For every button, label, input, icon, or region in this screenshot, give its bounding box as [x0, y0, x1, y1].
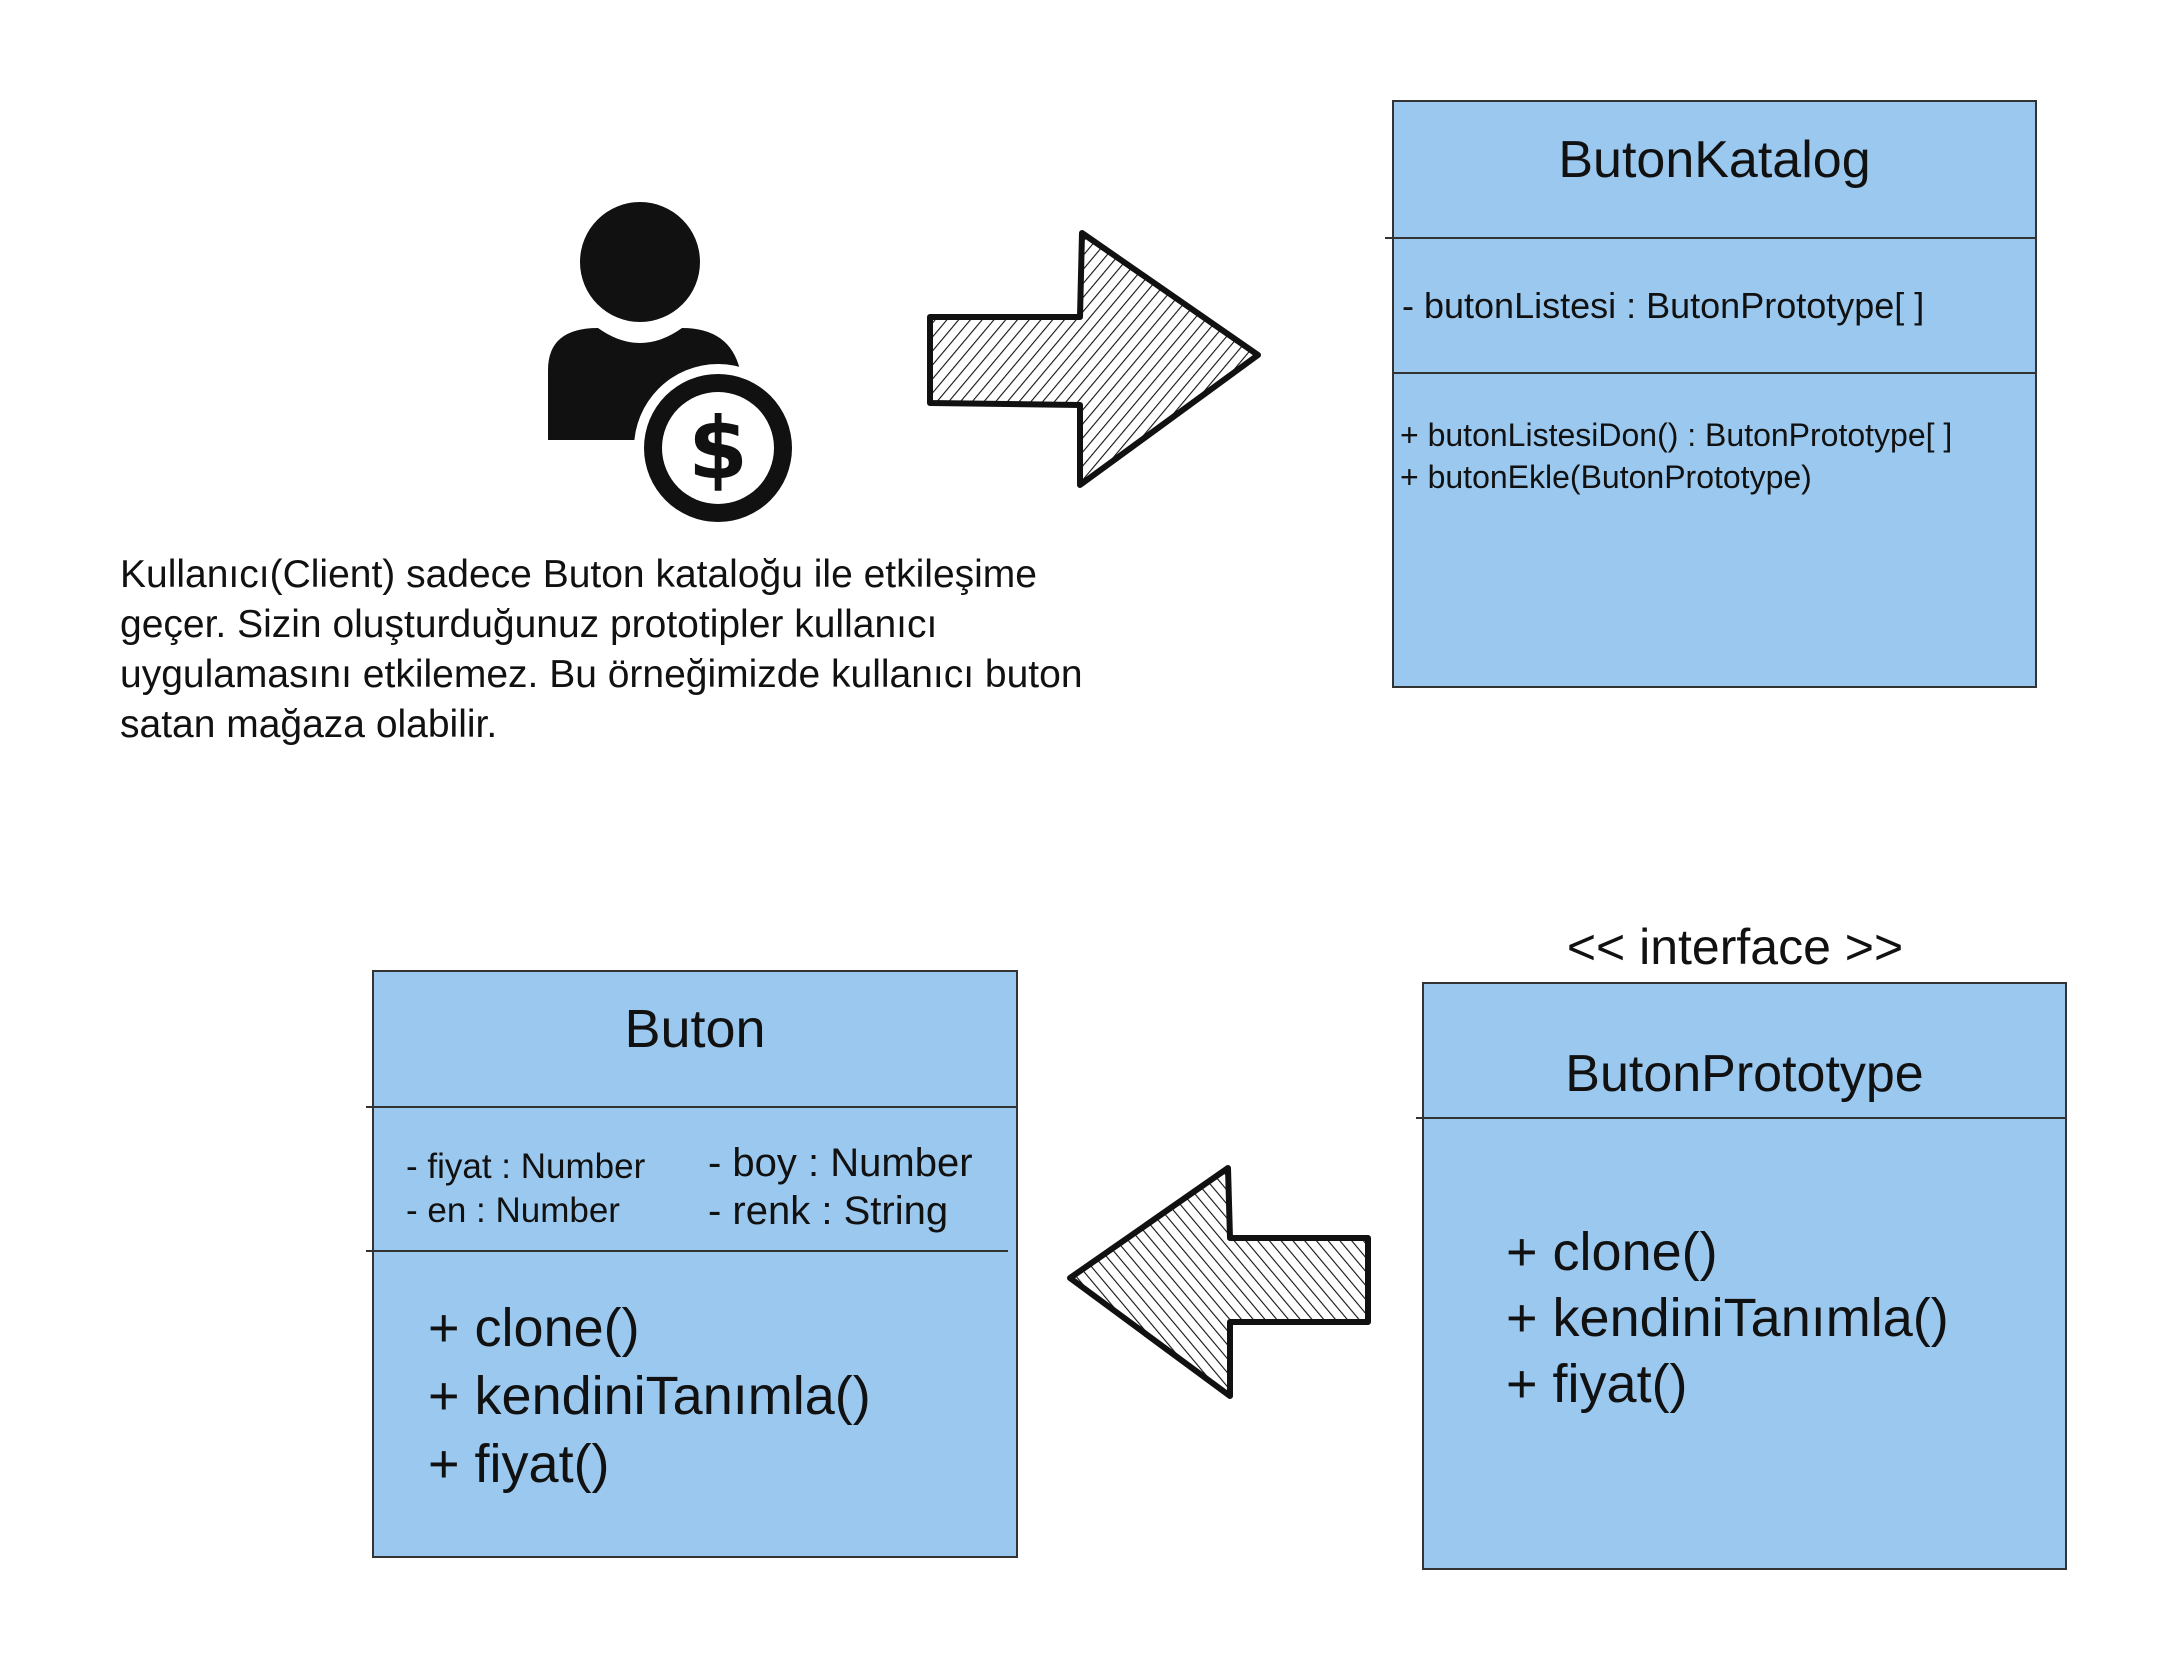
- class-name: ButonKatalog: [1558, 131, 1871, 189]
- divider: [1416, 1117, 2067, 1119]
- hatched-arrow-right-icon: [927, 230, 1261, 488]
- interface-name: ButonPrototype: [1565, 1045, 1924, 1103]
- description-line: satan mağaza olabilir.: [120, 703, 498, 746]
- method: + clone(): [428, 1298, 640, 1358]
- attribute: - fiyat : Number: [406, 1147, 646, 1186]
- attributes-section: - butonListesi : ButonPrototype[ ]: [1402, 285, 1924, 327]
- description-line: geçer. Sizin oluşturduğunuz prototipler …: [120, 603, 938, 646]
- class-buton-katalog[interactable]: ButonKatalog - butonListesi : ButonProto…: [1392, 100, 2037, 688]
- attribute: - renk : String: [708, 1189, 949, 1233]
- method: + kendiniTanımla(): [1506, 1288, 1949, 1348]
- methods-section: + clone() + kendiniTanımla() + fiyat(): [1506, 1219, 1949, 1417]
- method: + butonListesiDon() : ButonPrototype[ ]: [1400, 417, 1953, 453]
- divider: [366, 1250, 1008, 1252]
- method: + clone(): [1506, 1222, 1718, 1282]
- class-buton[interactable]: Buton - fiyat : Number - en : Number - b…: [372, 970, 1018, 1558]
- interface-buton-prototype[interactable]: ButonPrototype + clone() + kendiniTanıml…: [1422, 982, 2067, 1570]
- class-name: Buton: [624, 999, 766, 1059]
- attribute: - boy : Number: [708, 1141, 973, 1185]
- client-description: Kullanıcı(Client) sadece Buton kataloğu …: [120, 550, 1083, 750]
- method: + fiyat(): [1506, 1354, 1688, 1414]
- methods-section: + clone() + kendiniTanımla() + fiyat(): [428, 1294, 871, 1498]
- divider: [1392, 372, 2037, 374]
- divider: [366, 1106, 1018, 1108]
- attributes-left: - fiyat : Number - en : Number: [406, 1145, 645, 1233]
- methods-section: + butonListesiDon() : ButonPrototype[ ] …: [1400, 414, 1952, 498]
- user-dollar-icon: $: [548, 202, 802, 532]
- description-line: uygulamasını etkilemez. Bu örneğimizde k…: [120, 653, 1083, 696]
- method: + butonEkle(ButonPrototype): [1400, 459, 1812, 495]
- attribute: - en : Number: [406, 1191, 620, 1230]
- svg-text:$: $: [688, 399, 748, 499]
- attribute: - butonListesi : ButonPrototype[ ]: [1402, 285, 1925, 326]
- attributes-right: - boy : Number - renk : String: [708, 1139, 973, 1235]
- stereotype-label: << interface >>: [1566, 919, 1904, 975]
- description-line: Kullanıcı(Client) sadece Buton kataloğu …: [120, 553, 1037, 596]
- divider: [1385, 237, 2037, 239]
- method: + kendiniTanımla(): [428, 1366, 871, 1426]
- method: + fiyat(): [428, 1434, 610, 1494]
- hatched-arrow-left-icon: [1067, 1165, 1371, 1399]
